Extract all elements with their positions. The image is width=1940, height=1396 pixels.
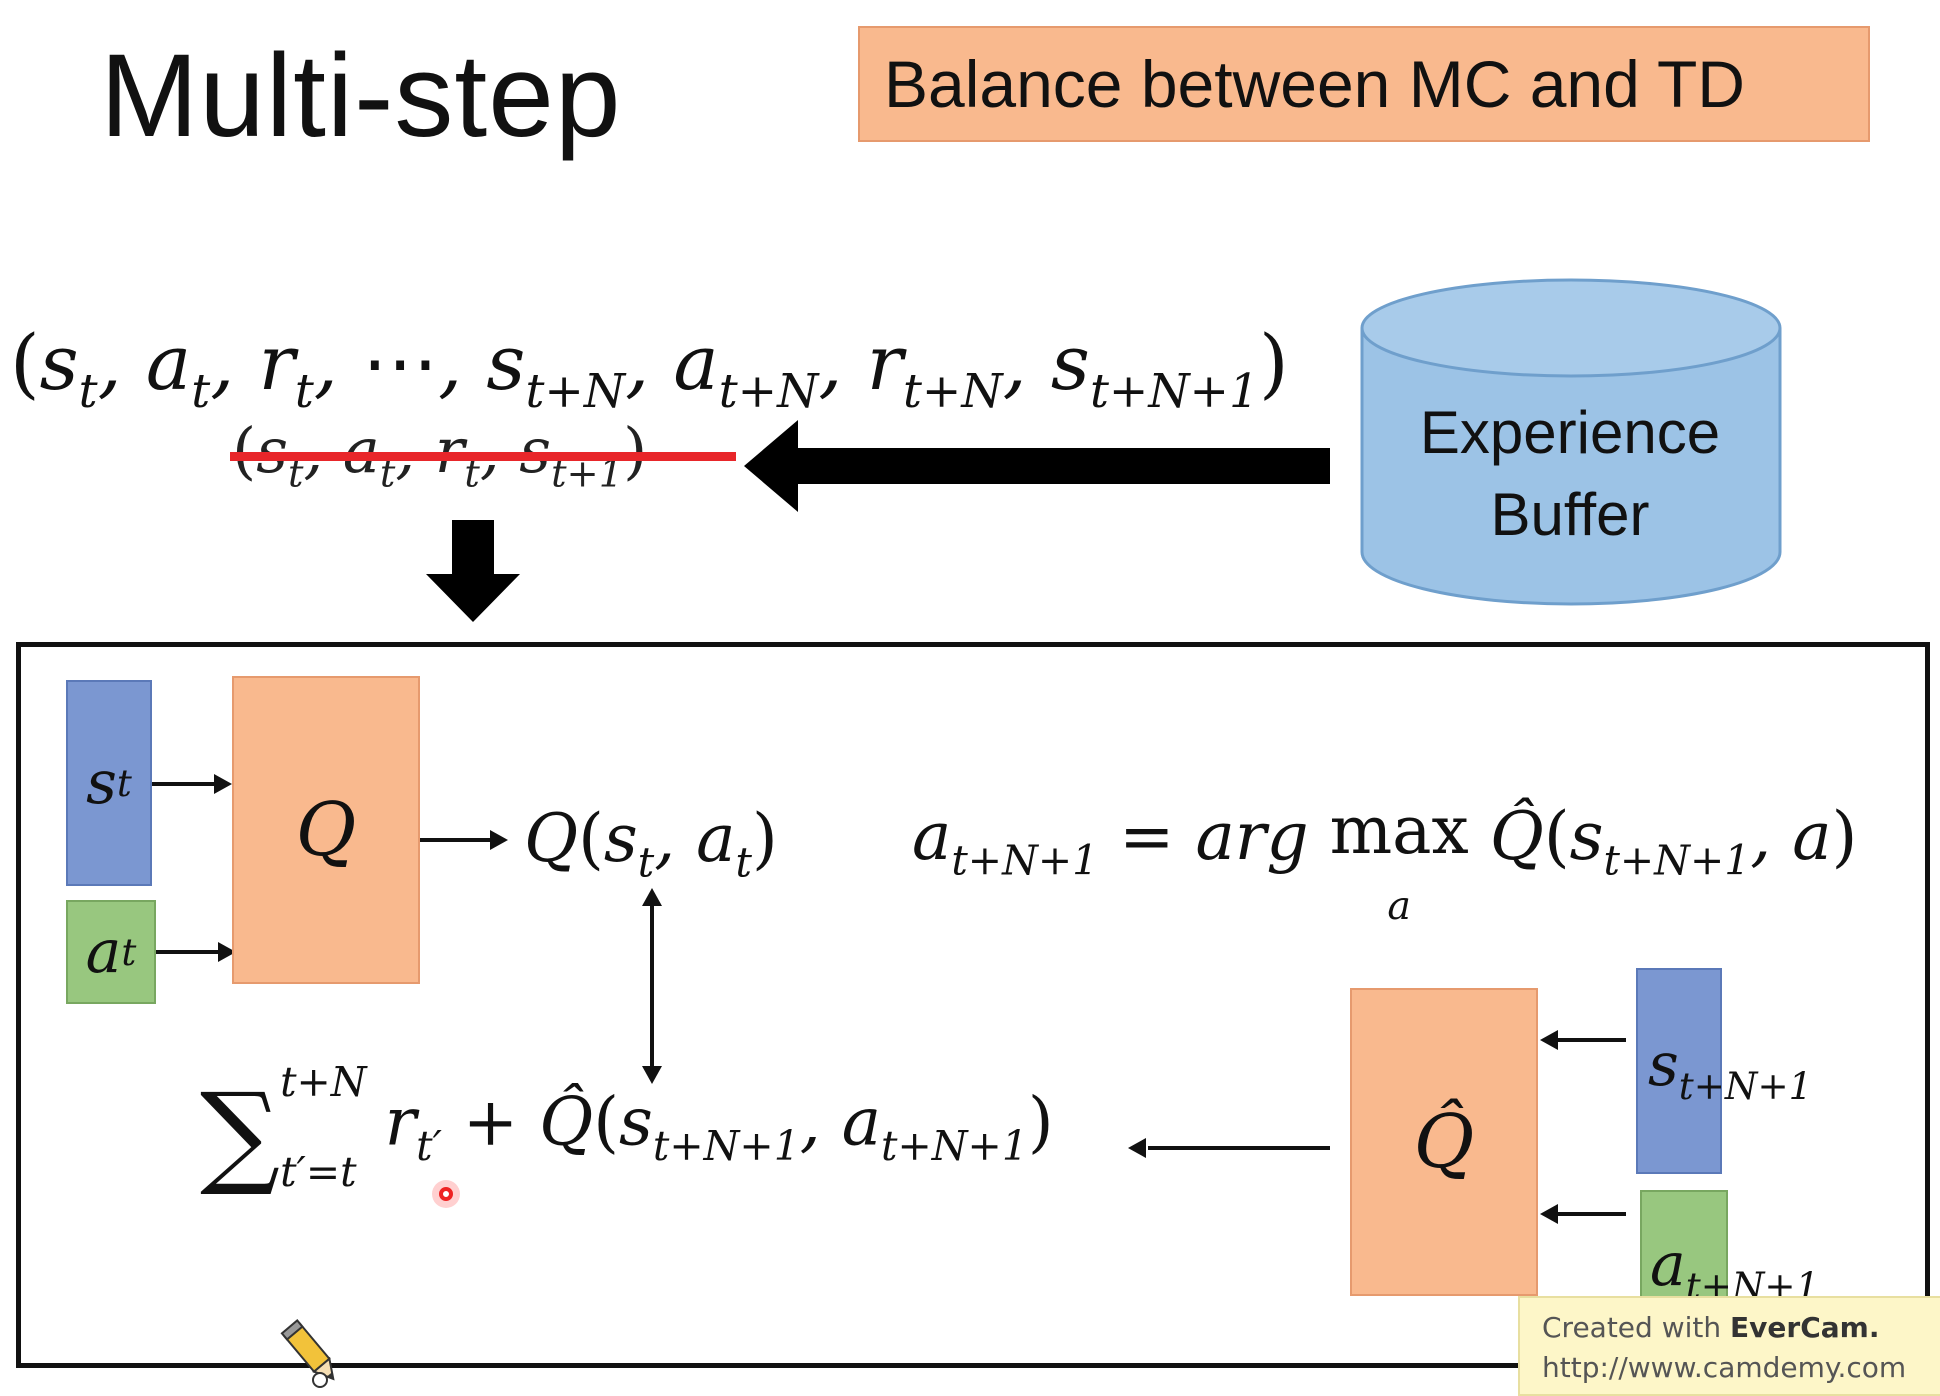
fetch-arrow [744, 420, 1330, 512]
banner-text: Balance between MC and TD [884, 47, 1745, 121]
q-network-box: Q [232, 676, 420, 984]
next-state-label: st+N+1 [1648, 1030, 1813, 1109]
target-q-network-box: Q̂ [1350, 988, 1538, 1296]
q-output: Q(st, at) [524, 800, 778, 887]
click-indicator-icon [432, 1180, 460, 1208]
banner: Balance between MC and TD [858, 26, 1870, 142]
single-step-tuple: (st, at, rt, st+1) [232, 414, 648, 497]
next-action-input-box [1640, 1190, 1728, 1300]
experience-buffer-cylinder [1360, 278, 1782, 606]
pencil-cursor-icon [280, 1319, 335, 1388]
strikethrough-line [230, 452, 736, 461]
down-arrow [426, 520, 520, 622]
next-state-input-box [1636, 968, 1722, 1174]
evercam-watermark: Created with EverCam. http://www.camdemy… [1518, 1296, 1940, 1396]
network-frame [16, 642, 1930, 1368]
multi-step-tuple: (st, at, rt, ⋯, st+N, at+N, rt+N, st+N+1… [10, 318, 1289, 419]
experience-buffer-label: Experience Buffer [1419, 399, 1721, 548]
slide-title: Multi-step [100, 30, 622, 162]
